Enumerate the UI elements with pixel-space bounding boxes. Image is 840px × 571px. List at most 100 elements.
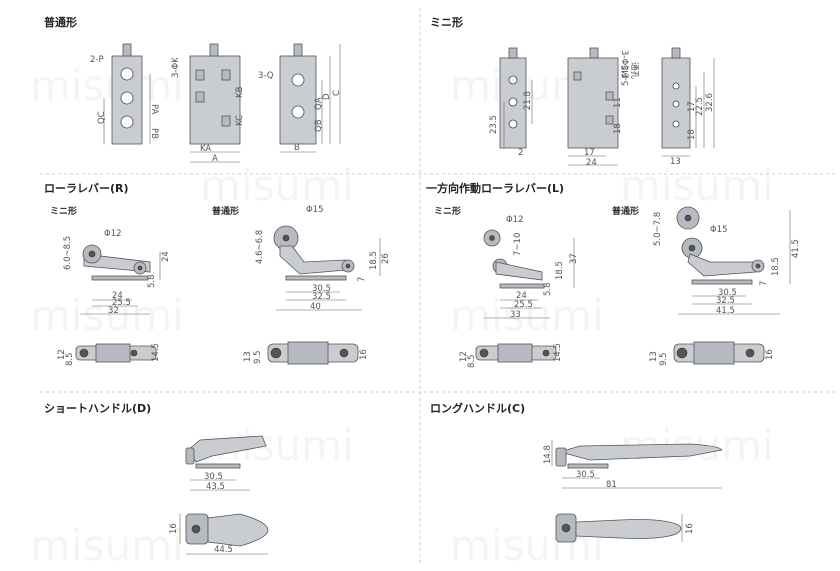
dim-ka: KA: [200, 144, 211, 154]
dim-30-5-long: 30.5: [576, 470, 595, 480]
dim-32-6: 32.6: [705, 93, 715, 112]
dim-7-l: 7: [759, 281, 769, 286]
section-title-roller-l: 一方向作動ローラレバー(L): [426, 181, 564, 195]
dim-30-5-l: 30.5: [718, 288, 737, 298]
dim-phi15: Φ15: [306, 205, 324, 215]
roller-r-mini-side: [80, 244, 161, 315]
dim-16-l: 16: [765, 349, 775, 360]
section-title-mini: ミニ形: [430, 16, 463, 29]
dim-13: 13: [243, 351, 253, 362]
dim-32-5-l: 32.5: [716, 296, 735, 306]
roller-r-std-side: [273, 225, 381, 311]
dim-81: 81: [606, 480, 617, 490]
watermark-text: misumi: [200, 161, 354, 210]
dim-17: 17: [584, 148, 595, 158]
dim-9-5: 9.5: [253, 350, 263, 364]
dim-24: 24: [112, 291, 123, 301]
dim-3phi3-3: 3-Φ3.3: [619, 50, 629, 79]
dim-a: A: [212, 154, 218, 164]
dim-14-5-l: 14.5: [553, 343, 563, 362]
dim-18-5: 18.5: [369, 251, 379, 270]
dim-phi12: Φ12: [104, 229, 122, 239]
roller-r-mini-label: ミニ形: [50, 205, 77, 217]
roller-l-standard-label: 普通形: [612, 205, 639, 217]
dim-b: B: [294, 143, 300, 153]
dim-22-5: 22.5: [695, 97, 705, 116]
dim-44-5: 44.5: [214, 545, 233, 555]
roller-r-std-top: [267, 341, 359, 365]
dim-qc: QC: [97, 111, 107, 124]
dim-23-5: 23.5: [489, 115, 499, 134]
standard-front-view: [103, 43, 151, 145]
dim-kc: KC: [235, 115, 245, 126]
dim-41-5: 41.5: [716, 306, 735, 316]
dim-40: 40: [310, 302, 321, 312]
dim-16-short: 16: [169, 523, 179, 534]
dim-16: 16: [359, 349, 369, 360]
dim-5m5: 5-M5: [621, 65, 631, 86]
watermark-text: misumi: [30, 291, 184, 340]
watermark-text: misumi: [30, 521, 184, 570]
dim-43-5: 43.5: [206, 482, 225, 492]
dim-8-5-l: 8.5: [467, 354, 477, 368]
dim-18: 18: [613, 123, 623, 134]
dim-25-5: 25.5: [112, 298, 131, 308]
roller-l-std-side: [676, 206, 791, 315]
watermark: misumi misumi misumi misumi misumi misum…: [30, 61, 774, 570]
dim-qa: QA: [314, 97, 324, 110]
short-handle-top: [179, 513, 269, 555]
dim-12: 12: [57, 349, 67, 360]
dim-6-8-5: 6.0~8.5: [63, 236, 73, 270]
dim-14-5: 14.5: [151, 343, 161, 362]
watermark-text: misumi: [450, 291, 604, 340]
dim-32: 32: [108, 306, 119, 316]
roller-l-mini-side: [483, 229, 575, 319]
dim-16-long: 16: [685, 523, 695, 534]
dim-7-10: 7~10: [513, 233, 523, 256]
long-handle-side: [551, 440, 723, 489]
dim-qb: QB: [314, 119, 324, 132]
dim-through-hole: 通孔: [629, 62, 640, 80]
roller-l-std-top: [673, 341, 765, 365]
section-title-standard: 普通形: [44, 15, 77, 29]
dim-25-5-l: 25.5: [514, 300, 533, 310]
dim-9-5-l: 9.5: [659, 352, 669, 366]
dim-2: 2: [518, 148, 523, 158]
watermark-text: misumi: [30, 61, 184, 110]
long-handle-top: [555, 513, 683, 543]
dim-phi12-l: Φ12: [506, 215, 524, 225]
dim-5-0-7-8: 5.0~7.8: [653, 212, 663, 246]
dim-11: 11: [613, 97, 623, 108]
roller-l-mini-label: ミニ形: [434, 205, 461, 217]
mini-rear-view: [661, 47, 715, 157]
roller-r-standard-label: 普通形: [212, 205, 239, 217]
dim-18-5-std-l: 18.5: [771, 257, 781, 276]
dim-18-5-l: 18.5: [555, 261, 565, 280]
dim-24-v: 24: [161, 251, 171, 262]
dim-3q: 3-Q: [258, 71, 274, 81]
dim-24: 24: [586, 158, 597, 168]
dim-18-rear: 18: [687, 129, 697, 140]
dim-26: 26: [381, 253, 391, 264]
dim-3phik: 3-ΦK: [171, 57, 181, 78]
roller-r-mini-top: [75, 343, 157, 363]
dim-32-5: 32.5: [312, 292, 331, 302]
dim-phi15-l: Φ15: [710, 225, 728, 235]
dim-pa: PA: [149, 104, 159, 115]
dim-33: 33: [510, 310, 521, 320]
dim-8-5: 8.5: [65, 352, 75, 366]
dim-41-5-v: 41.5: [791, 239, 801, 258]
dim-5-8-l: 5.8: [543, 282, 553, 296]
dim-21-8: 21.8: [523, 91, 533, 110]
watermark-text: misumi: [620, 161, 774, 210]
section-title-long-handle: ロングハンドル(C): [430, 401, 525, 415]
dim-7: 7: [357, 277, 367, 282]
section-title-short-handle: ショートハンドル(D): [44, 402, 151, 415]
standard-rear-view: [279, 43, 341, 153]
dim-24-l: 24: [516, 291, 527, 301]
dim-5-8: 5.8: [147, 274, 157, 288]
standard-side-view: [189, 43, 241, 163]
dim-13: 13: [670, 157, 681, 167]
dim-30-5-short: 30.5: [204, 472, 223, 482]
